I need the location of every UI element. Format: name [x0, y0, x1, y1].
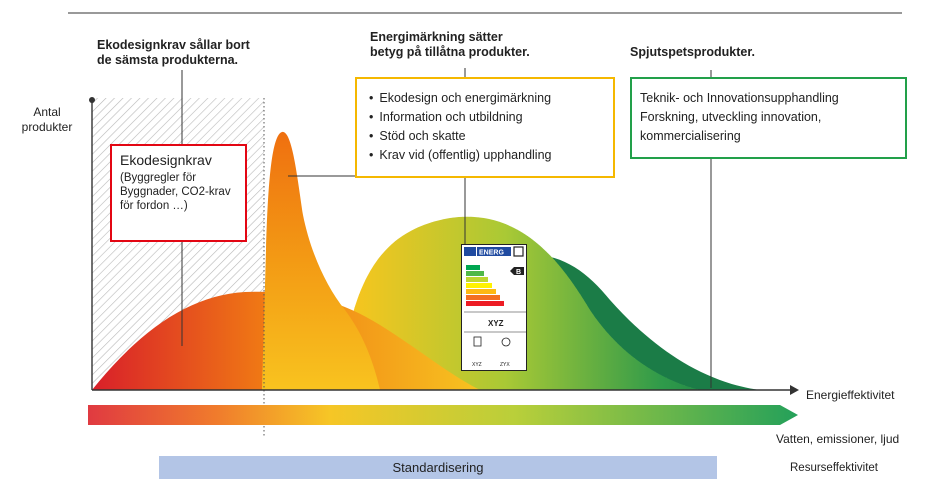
heading-ecodesign-line1: Ekodesignkrav sållar bort — [97, 38, 250, 52]
ecodesign-box: Ekodesignkrav (Byggregler för Byggnader,… — [110, 144, 247, 242]
efficiency-gradient-bar — [88, 405, 798, 425]
ecodesign-box-line2: Byggnader, CO2-krav — [120, 186, 231, 198]
energylabel-item: Ekodesign och energimärkning — [369, 89, 605, 108]
eu-energy-label: ENERG B XYZ XYZ ZYX — [461, 244, 527, 371]
heading-energylabel-line1: Energimärkning sätter — [370, 30, 503, 44]
eu-energy-label-graphic: ENERG B XYZ XYZ ZYX — [464, 246, 526, 368]
noise-icon — [501, 337, 511, 347]
energy-rating-marker — [510, 267, 524, 275]
energy-bar-e — [466, 289, 496, 294]
cutting-edge-line1: Teknik- och Innovationsupphandling — [640, 91, 839, 105]
qr-code-icon — [513, 246, 524, 257]
eu-flag-icon — [464, 247, 476, 256]
y-axis-label-line1: Antal — [33, 105, 61, 119]
energy-label-model: XYZ — [488, 319, 504, 328]
energy-bar-c — [466, 277, 488, 282]
appliance-icon — [473, 336, 482, 347]
x-axis-arrow — [790, 385, 799, 395]
energylabel-box: Ekodesign och energimärkning Information… — [355, 77, 615, 178]
heading-energylabel-line2: betyg på tillåtna produkter. — [370, 45, 530, 59]
heading-energylabel: Energimärkning sätter betyg på tillåtna … — [370, 30, 530, 60]
standardization-bar: Standardisering — [159, 456, 717, 479]
ecodesign-box-line3: för fordon …) — [120, 200, 188, 212]
energy-bar-g — [466, 301, 504, 306]
energylabel-item: Information och utbildning — [369, 108, 605, 127]
y-axis-label-line2: produkter — [21, 120, 73, 134]
x-axis-label: Energieffektivitet — [806, 388, 895, 402]
energy-label-brand: ENERG — [479, 250, 504, 257]
energy-bar-d — [466, 283, 492, 288]
water-emissions-label: Vatten, emissioner, ljud — [776, 432, 900, 446]
energylabel-list: Ekodesign och energimärkning Information… — [369, 89, 605, 165]
heading-ecodesign-line2: de sämsta produkterna. — [97, 53, 239, 67]
energy-label-bottom-right: ZYX — [500, 362, 510, 368]
energy-label-bottom-left: XYZ — [472, 362, 482, 368]
ecodesign-box-line1: (Byggregler för — [120, 172, 197, 184]
energylabel-item: Stöd och skatte — [369, 127, 605, 146]
y-axis-label: Antal produkter — [6, 105, 88, 135]
energy-bar-b — [466, 271, 484, 276]
energy-bar-f — [466, 295, 500, 300]
ecodesign-box-title: Ekodesignkrav — [120, 152, 212, 168]
heading-ecodesign: Ekodesignkrav sållar bort de sämsta prod… — [97, 38, 250, 68]
curve-peak — [262, 131, 380, 390]
energy-label-header — [477, 247, 511, 256]
energy-bar-a — [466, 265, 480, 270]
cutting-edge-line2: Forskning, utveckling innovation, — [640, 110, 822, 124]
energylabel-item: Krav vid (offentlig) upphandling — [369, 146, 605, 165]
energy-rating-letter: B — [516, 269, 521, 276]
heading-cutting-edge: Spjutspetsprodukter. — [630, 45, 756, 59]
cutting-edge-box: Teknik- och Innovationsupphandling Forsk… — [630, 77, 907, 159]
resource-efficiency-label: Resurseffektivitet — [790, 462, 878, 474]
cutting-edge-line3: kommercialisering — [640, 129, 741, 143]
y-axis-tip — [89, 97, 95, 103]
